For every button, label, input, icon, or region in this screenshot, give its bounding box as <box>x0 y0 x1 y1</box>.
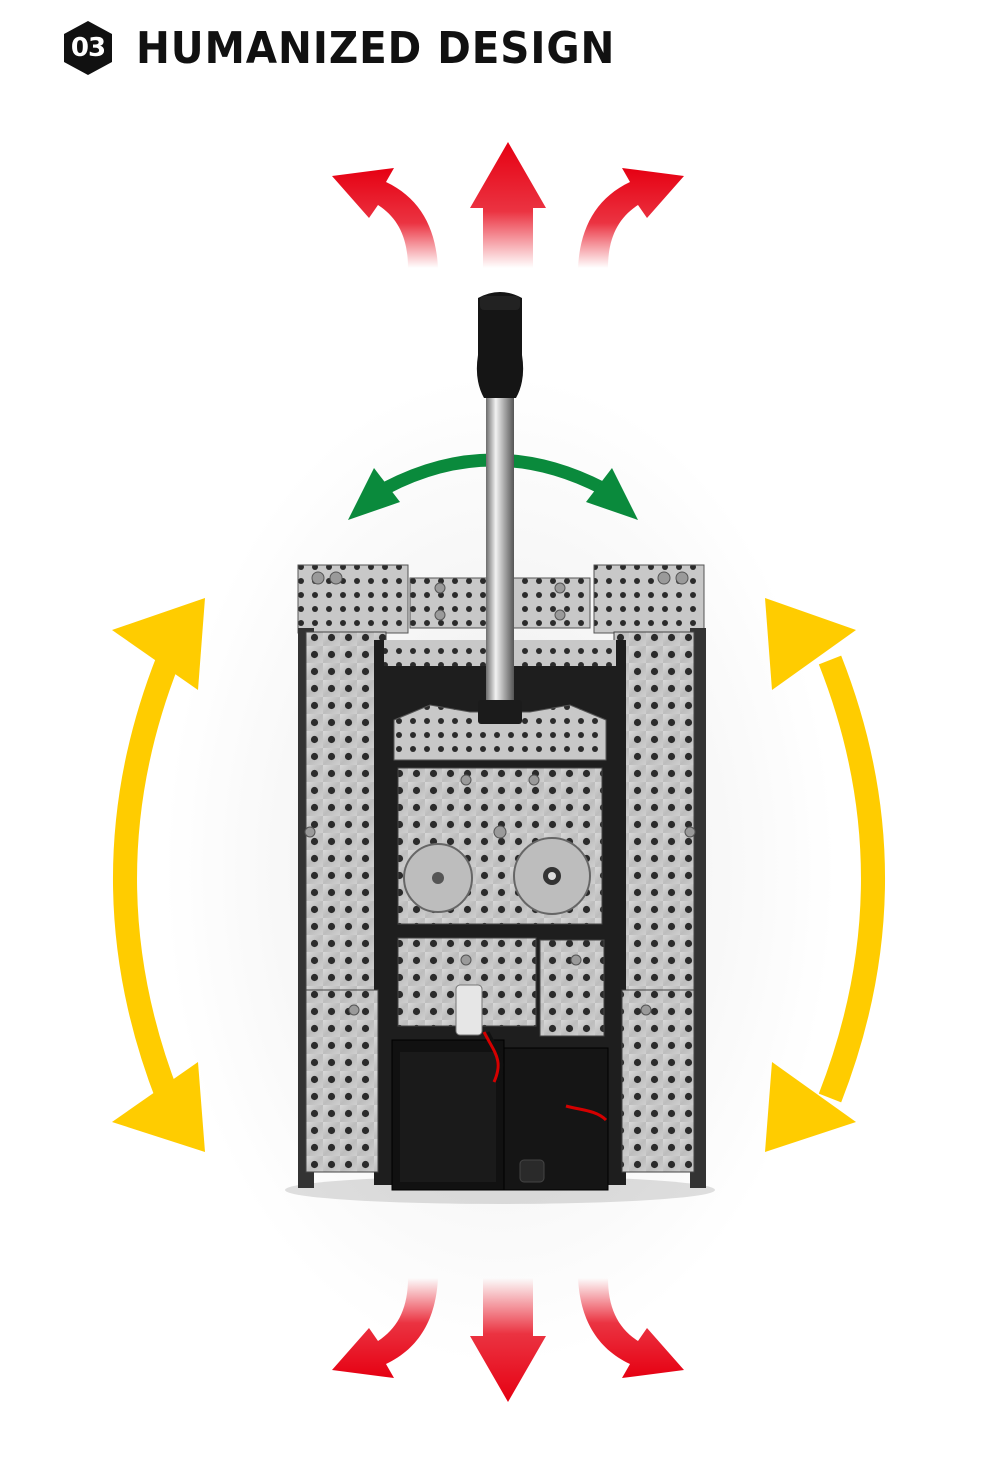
yellow-curved-double-arrow-icon-left <box>112 598 205 1152</box>
red-arrows-forward-icon <box>332 142 684 268</box>
section-header: 03 HUMANIZED DESIGN <box>58 18 657 78</box>
red-arrows-backward-icon <box>332 1278 684 1402</box>
robot-chassis <box>285 564 715 1204</box>
joystick-handle <box>476 292 524 724</box>
yellow-curved-double-arrow-icon-right <box>765 598 885 1152</box>
section-number: 03 <box>70 33 106 63</box>
section-title: HUMANIZED DESIGN <box>136 22 616 74</box>
hexagon-badge-icon: 03 <box>58 18 118 78</box>
